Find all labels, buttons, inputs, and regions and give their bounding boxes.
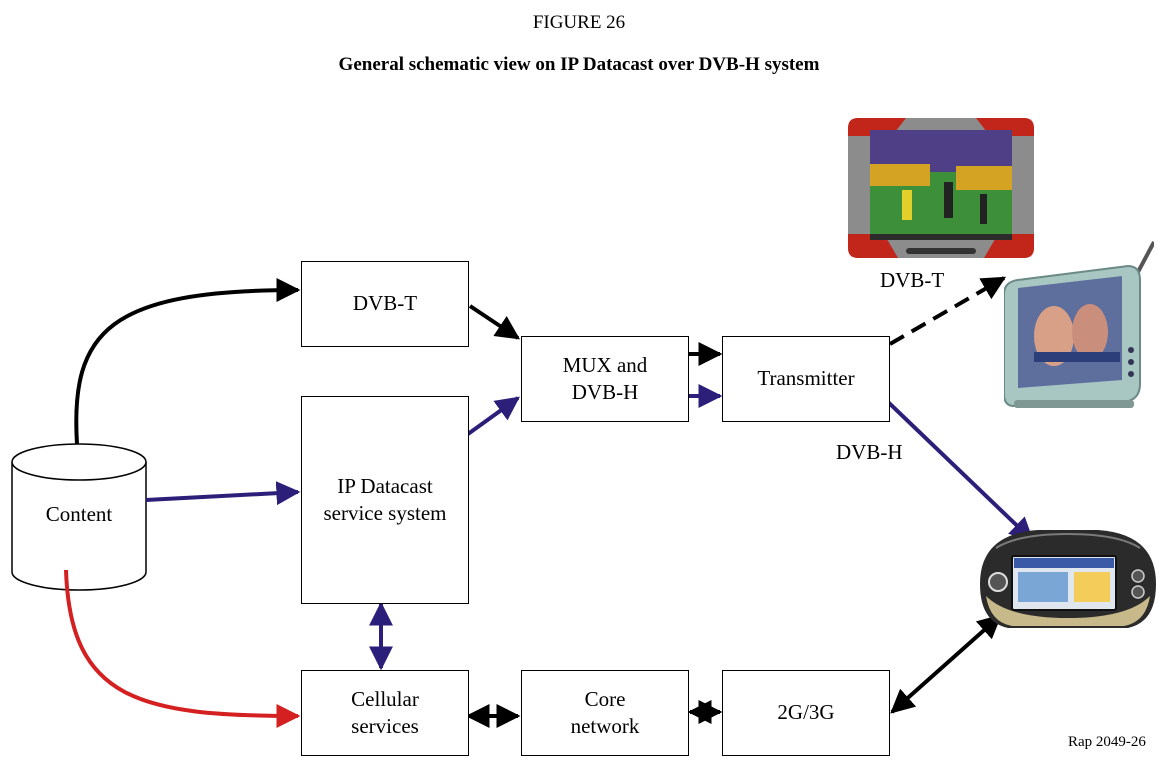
edge-2g3g-handset xyxy=(890,614,1002,714)
edge-content-cellular xyxy=(64,569,301,728)
node-ipdc: IP Datacast service system xyxy=(301,396,469,604)
dvbh-broadcast-label: DVB-H xyxy=(836,440,903,464)
dvbt-broadcast-label: DVB-T xyxy=(880,268,945,292)
edge-tx-dvbt-dashed xyxy=(888,276,1007,346)
node-core-network: Core network xyxy=(521,670,689,756)
mobile-handset-picture xyxy=(980,530,1156,628)
figure-title: General schematic view on IP Datacast ov… xyxy=(338,54,820,75)
edge-tx-handset xyxy=(886,400,1034,542)
node-mux: MUX and DVB-H xyxy=(521,336,689,422)
edge-content-ipdc xyxy=(145,481,301,506)
figure-reference: Rap 2049-26 xyxy=(1068,734,1146,750)
node-cellular: Cellular services xyxy=(301,670,469,756)
edge-ipdc-mux xyxy=(466,396,520,436)
tv-receiver-picture xyxy=(848,118,1034,258)
node-transmitter: Transmitter xyxy=(722,336,890,422)
content-database xyxy=(11,443,147,591)
node-2g3g: 2G/3G xyxy=(722,670,890,756)
content-label: Content xyxy=(45,502,113,527)
edge-content-dvbt xyxy=(74,278,301,445)
edge-dvbt-mux xyxy=(468,304,520,340)
figure-label: FIGURE 26 xyxy=(532,12,626,33)
portable-tv-picture xyxy=(1004,241,1154,408)
node-dvbt: DVB-T xyxy=(301,261,469,347)
